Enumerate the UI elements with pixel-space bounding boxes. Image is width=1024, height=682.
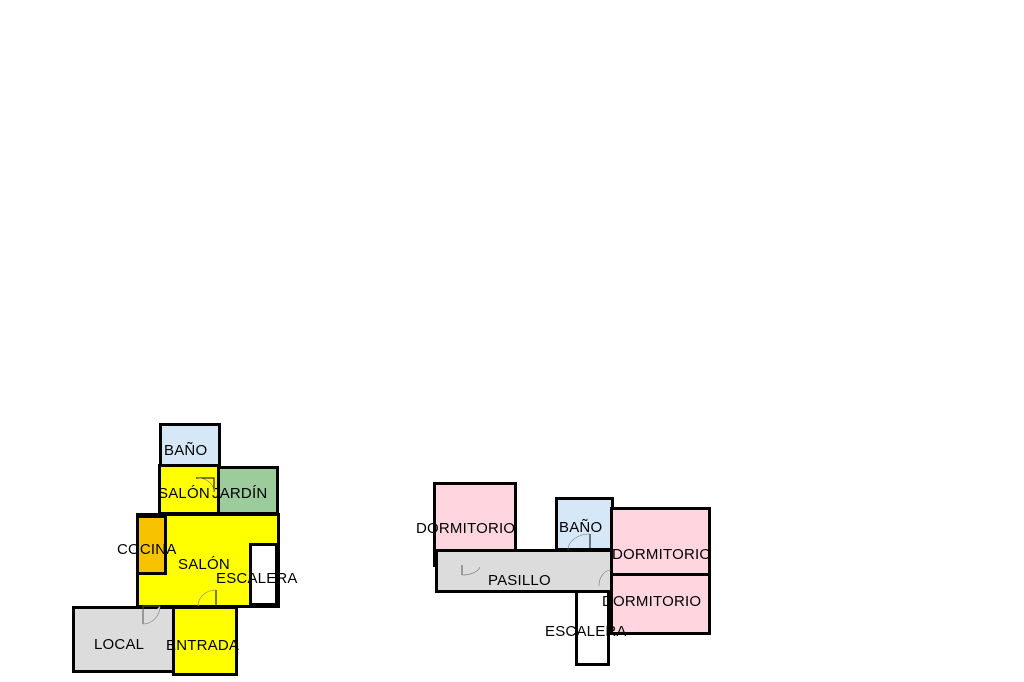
door-entrada: [197, 589, 217, 607]
label-cocina: COCINA: [117, 541, 177, 558]
label-salon-small: SALÓN: [158, 485, 210, 502]
door-bano-upper: [567, 533, 591, 551]
room-dormitorio-right-bottom: [610, 573, 711, 635]
label-escalera-upper: ESCALERA: [545, 623, 627, 640]
room-cocina: [136, 515, 167, 575]
label-dormitorio-left: DORMITORIO: [416, 520, 516, 537]
room-local: [72, 606, 176, 673]
label-dormitorio-right-top: DORMITORIO: [612, 546, 712, 563]
label-salon-main: SALÓN: [178, 556, 230, 573]
room-entrada: [172, 606, 238, 676]
door-dormitorio-right: [598, 569, 612, 587]
door-salon-small: [196, 477, 215, 493]
label-pasillo: PASILLO: [488, 572, 551, 589]
room-dormitorio-right-top: [610, 507, 711, 577]
label-jardin: JARDÍN: [212, 485, 268, 502]
label-bano-ground: BAÑO: [164, 442, 208, 459]
label-local: LOCAL: [94, 636, 145, 653]
door-local: [142, 605, 161, 625]
label-escalera-ground: ESCALERA: [216, 570, 298, 587]
room-escalera-ground: [249, 543, 278, 606]
label-entrada: ENTRADA: [166, 637, 240, 654]
room-salon-small: [158, 464, 220, 515]
door-dormitorio-left: [461, 565, 481, 576]
label-dormitorio-right-bottom: DORMITORIO: [602, 593, 702, 610]
label-bano-upper: BAÑO: [559, 519, 603, 536]
